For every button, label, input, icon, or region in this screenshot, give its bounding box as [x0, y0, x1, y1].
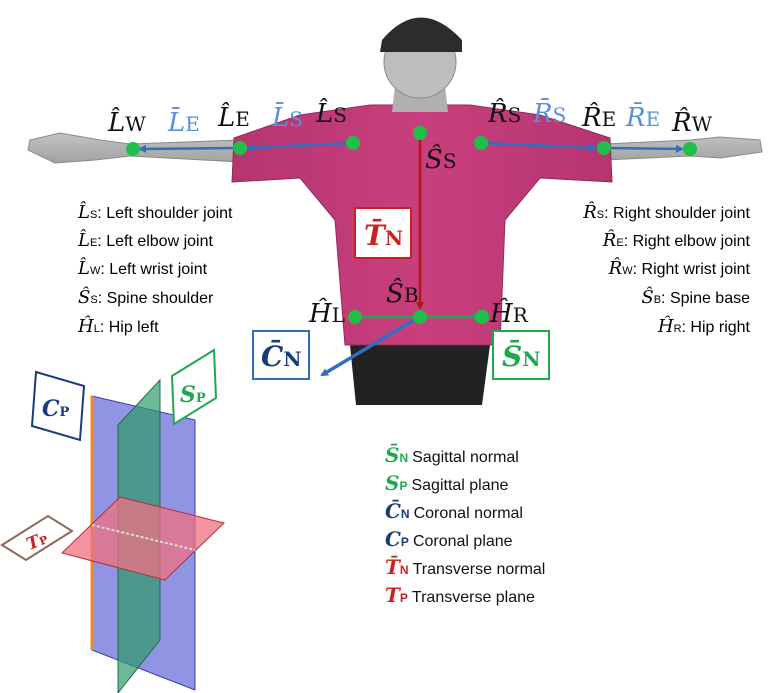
coronal-normal-box	[252, 330, 310, 380]
svg-text:SP: SP	[180, 382, 206, 408]
label-right-upperarm-vector: R̄S	[532, 97, 566, 129]
body-planes-illustration: CP SP TP	[0, 348, 225, 693]
joint-right-elbow	[597, 141, 611, 155]
svg-text:CP: CP	[42, 396, 70, 422]
transverse-plane-tag: TP	[0, 514, 74, 562]
coronal-normal-box-label: C̄N	[261, 339, 302, 373]
left-legend-item: L̂S: Left shoulder joint	[77, 201, 233, 223]
joint-hip-left	[348, 310, 362, 324]
label-hip-right: ĤR	[489, 297, 529, 329]
right-legend-item: R̂E: Right elbow joint	[602, 229, 751, 251]
right-joint-legend: R̂S: Right shoulder joint R̂E: Right elb…	[582, 201, 750, 337]
label-spine-base: ŜB	[386, 277, 419, 309]
sagittal-normal-box	[492, 330, 550, 380]
label-left-upperarm-vector: L̄S	[271, 101, 303, 133]
label-left-elbow: L̂E	[217, 102, 250, 133]
right-legend-item: ŜB: Spine base	[641, 285, 750, 308]
transverse-normal-box	[354, 207, 412, 259]
left-forearm-vector	[138, 144, 241, 153]
sagittal-normal-box-label: S̄N	[502, 339, 541, 373]
left-legend-item: ŜS: Spine shoulder	[78, 285, 214, 308]
label-spine-shoulder: ŜS	[425, 143, 457, 175]
coronal-normal-arrow	[320, 315, 420, 377]
joint-hip-right	[475, 310, 489, 324]
joint-left-shoulder	[346, 136, 360, 150]
joint-spine-base	[413, 310, 427, 324]
right-legend-item: ĤR: Hip right	[657, 314, 751, 337]
label-left-shoulder: L̂S	[315, 98, 347, 129]
joint-right-wrist	[683, 142, 697, 156]
joints	[126, 126, 697, 324]
label-right-shoulder: R̂S	[487, 98, 521, 129]
right-legend-item: R̂W: Right wrist joint	[608, 257, 751, 279]
arm-vectors	[138, 141, 684, 153]
sagittal-plane-tag: SP	[170, 348, 218, 426]
joint-left-wrist	[126, 142, 140, 156]
joint-labels: L̂W L̄E L̂E L̄S L̂S R̂S R̄S R̂E R̄E R̂W …	[107, 97, 713, 329]
label-left-forearm-vector: L̄E	[167, 106, 200, 138]
joint-left-elbow	[233, 141, 247, 155]
left-upperarm-vector	[246, 141, 354, 152]
left-legend-item: L̂E: Left elbow joint	[77, 229, 213, 251]
label-right-forearm-vector: R̄E	[625, 101, 660, 133]
left-legend-item: L̂W: Left wrist joint	[77, 257, 208, 279]
joint-right-shoulder	[474, 136, 488, 150]
right-forearm-vector	[604, 144, 684, 153]
label-right-elbow: R̂E	[581, 102, 616, 133]
left-joint-legend: L̂S: Left shoulder joint L̂E: Left elbow…	[77, 201, 233, 337]
transverse-plane	[61, 496, 225, 581]
label-right-wrist: R̂W	[671, 107, 713, 138]
label-hip-left: ĤL	[308, 297, 345, 329]
normal-label-boxes: T̄N C̄N S̄N	[252, 207, 550, 380]
transverse-normal-box-label: T̄N	[364, 218, 403, 252]
label-left-wrist: L̂W	[107, 107, 146, 138]
left-legend-item: ĤL: Hip left	[77, 314, 159, 337]
coronal-plane-tag: CP	[30, 370, 86, 442]
right-legend-item: R̂S: Right shoulder joint	[582, 201, 750, 223]
right-upperarm-vector	[480, 141, 598, 152]
joint-spine-shoulder	[413, 126, 427, 140]
